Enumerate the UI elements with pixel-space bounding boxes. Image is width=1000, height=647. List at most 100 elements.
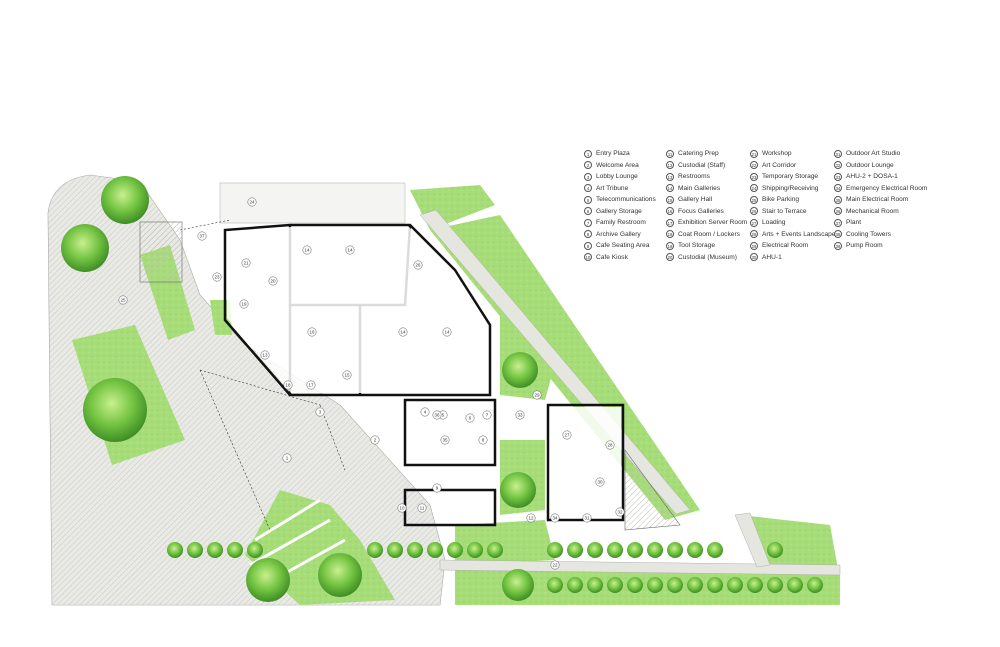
legend-label: Focus Galleries: [678, 207, 724, 215]
room-tag-number: 1: [286, 456, 289, 461]
room-tag-number: 29: [534, 393, 540, 398]
trees: [61, 176, 823, 602]
room-tag: 20: [268, 276, 278, 286]
street-tree: [707, 542, 723, 558]
room-tag-number: 14: [400, 330, 406, 335]
street-tree: [707, 577, 723, 593]
street-tree: [547, 542, 563, 558]
legend-number: 18: [666, 230, 674, 239]
room-tag-number: 34: [552, 516, 558, 521]
room-tag-number: 22: [552, 563, 558, 568]
room-tag-number: 9: [436, 486, 439, 491]
street-tree: [187, 542, 203, 558]
legend-label: Main Electrical Room: [846, 196, 909, 204]
street-tree: [547, 577, 563, 593]
room-tag-number: 2: [374, 438, 377, 443]
room-tag: 17: [306, 380, 316, 390]
room-tag: 22: [550, 560, 560, 570]
legend-number: 3: [584, 172, 592, 181]
room-tag-number: 21: [243, 261, 249, 266]
legend-label: Custodial (Staff): [678, 161, 726, 169]
legend-number: 35: [834, 195, 842, 204]
legend-label: Telecommunications: [596, 196, 656, 204]
legend-number: 29: [750, 241, 758, 250]
street-tree: [767, 542, 783, 558]
room-tag: 27: [562, 430, 572, 440]
street-tree: [567, 577, 583, 593]
legend-item: 33 AHU-2 + DOSA-1: [834, 171, 927, 183]
legend-number: 31: [834, 149, 842, 158]
room-tag-number: 3: [319, 410, 322, 415]
room-tag-number: 17: [308, 383, 314, 388]
legend-label: Cafe Kiosk: [596, 253, 628, 261]
street-tree: [807, 577, 823, 593]
legend-number: 2: [584, 161, 592, 170]
legend-number: 39: [834, 241, 842, 250]
legend-number: 17: [666, 218, 674, 227]
legend-number: 33: [834, 172, 842, 181]
room-tag-number: 26: [415, 263, 421, 268]
street-tree: [647, 577, 663, 593]
legend-item: 28 Arts + Events Landscape: [750, 229, 836, 241]
legend-label: Catering Prep: [678, 150, 719, 158]
room-tag: 26: [413, 260, 423, 270]
room-tag-number: 27: [564, 433, 570, 438]
legend-number: 9: [584, 241, 592, 250]
room-tag-number: 15: [344, 373, 350, 378]
legend-number: 27: [750, 218, 758, 227]
legend-label: Stair to Terrace: [762, 207, 807, 215]
street-tree: [667, 577, 683, 593]
room-tag: 9: [432, 483, 442, 493]
room-tag-number: 16: [309, 330, 315, 335]
legend-label: Outdoor Art Studio: [846, 150, 901, 158]
room-tag-number: 6: [469, 416, 472, 421]
room-tag: 36: [432, 410, 442, 420]
legend-label: Art Tribune: [596, 184, 629, 192]
building-fill: [227, 227, 621, 518]
legend-number: 30: [750, 253, 758, 262]
legend-number: 7: [584, 218, 592, 227]
street-tree: [587, 577, 603, 593]
room-tag: 30: [595, 477, 605, 487]
legend-item: 5 Telecommunications: [584, 194, 656, 206]
legend-label: Outdoor Lounge: [846, 161, 894, 169]
room-tag: 14: [398, 327, 408, 337]
room-tag: 32: [615, 507, 625, 517]
street-tree: [247, 542, 263, 558]
legend-label: Custodial (Museum): [678, 253, 737, 261]
street-tree: [447, 542, 463, 558]
legend-number: 5: [584, 195, 592, 204]
legend-number: 13: [666, 172, 674, 181]
legend-number: 14: [666, 184, 674, 193]
room-tag-number: 13: [262, 353, 268, 358]
room-tag-number: 7: [486, 413, 489, 418]
room-tag-number: 14: [347, 248, 353, 253]
legend-label: Arts + Events Landscape: [762, 230, 836, 238]
legend-number: 19: [666, 241, 674, 250]
street-tree: [627, 577, 643, 593]
legend-label: Coat Room / Lockers: [678, 230, 740, 238]
legend-label: AHU-2 + DOSA-1: [846, 173, 898, 181]
room-tag: 6: [465, 413, 475, 423]
room-tag: 7: [482, 410, 492, 420]
legend-number: 25: [750, 195, 758, 204]
room-tag: 35: [440, 435, 450, 445]
room-tag-number: 23: [214, 275, 220, 280]
legend-number: 28: [750, 230, 758, 239]
legend-label: Entry Plaza: [596, 150, 630, 158]
room-tag: 29: [532, 390, 542, 400]
